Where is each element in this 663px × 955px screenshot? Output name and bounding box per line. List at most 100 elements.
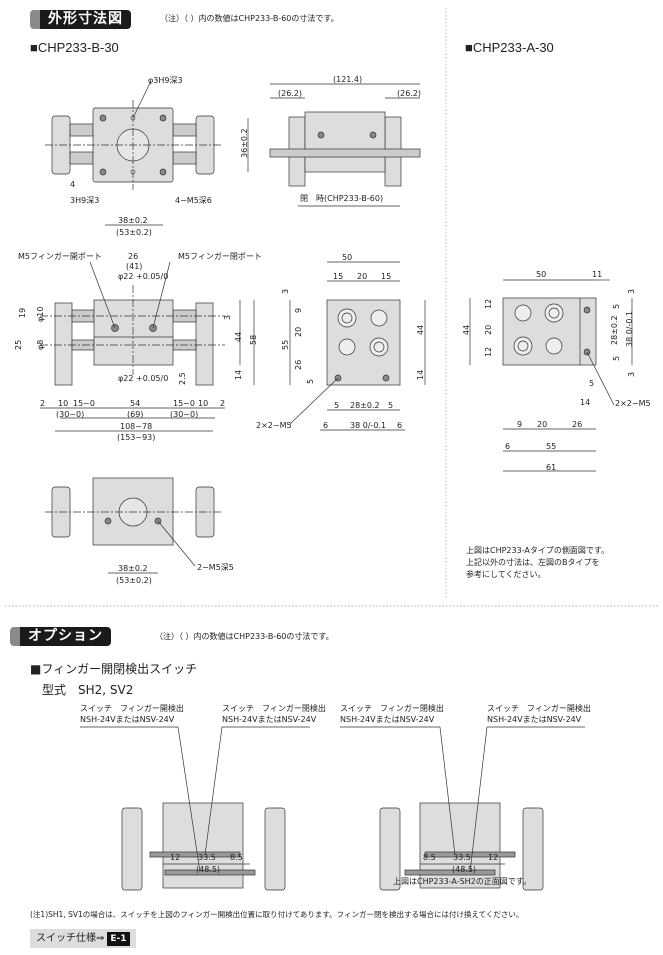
dim-label: 5 <box>306 378 315 384</box>
dim-label: 33.5 <box>198 853 216 862</box>
dim-label: 19 <box>18 307 27 318</box>
dim-label: 15~0 <box>173 399 195 408</box>
switch-spec-link[interactable]: スイッチ仕様⇒ E-1 <box>30 929 136 948</box>
dim-label: 14 <box>234 369 243 380</box>
switch-label: スイッチ フィンガー閉検出 <box>340 704 444 713</box>
dim-label: 33.5 <box>453 853 471 862</box>
dim-label: 38 0/-0.1 <box>625 310 634 347</box>
dim-label: 38±0.2 <box>118 564 148 573</box>
dim-label: 2.5 <box>178 372 187 385</box>
dim-label: 20 <box>484 324 493 335</box>
dim-label: (30~0) <box>56 410 85 419</box>
dim-label: 3 <box>627 288 636 294</box>
dim-label: 6 <box>505 442 511 451</box>
dim-label: 3H9深3 <box>70 196 100 205</box>
caption-line: 上記以外の寸法は、左図のBタイプを <box>466 558 600 567</box>
dim-label: 44 <box>462 324 471 335</box>
outline-title: 外形寸法図 <box>40 10 131 29</box>
dim-label: (121.4) <box>333 75 363 84</box>
dim-label: 2 <box>40 399 46 408</box>
dim-label: 5 <box>334 401 340 410</box>
dim-label: 20 <box>357 272 368 281</box>
dim-label: (30~0) <box>170 410 199 419</box>
dim-label: 3 <box>281 288 290 294</box>
dim-label: 28±0.2 <box>610 315 619 345</box>
option-note: （注）（ ）内の数値はCHP233-B-60の寸法です。 <box>155 632 334 641</box>
dim-label: 26 <box>128 252 139 261</box>
switch-model: NSH-24VまたはNSV-24V <box>80 715 175 724</box>
outline-header: 外形寸法図 <box>30 10 131 29</box>
dim-label: 10 <box>58 399 69 408</box>
a30-title: ■CHP233-A-30 <box>465 40 554 55</box>
dim-label: 28±0.2 <box>350 401 380 410</box>
dim-label: 12 <box>484 346 493 357</box>
dim-label: 20 <box>537 420 548 429</box>
dim-label: 12 <box>488 853 499 862</box>
dim-label: (48.5) <box>196 865 221 874</box>
dim-label: φ22 +0.05/0 <box>118 374 169 383</box>
footnote: (注1)SH1, SV1の場合は、スイッチを上図のフィンガー開検出位置に取り付け… <box>30 910 524 919</box>
dim-label: 44 <box>416 324 425 335</box>
b30-top-view <box>45 82 249 226</box>
dim-label: 5 <box>612 303 621 309</box>
dim-label: 25 <box>14 339 23 350</box>
b60-closed-view <box>269 83 421 207</box>
option-model: 型式 SH2, SV2 <box>42 683 134 697</box>
dim-label: 10 <box>198 399 209 408</box>
dim-label: (41) <box>126 262 143 271</box>
caption-line: 参考にしてください。 <box>466 570 546 579</box>
switch-label: スイッチ フィンガー開検出 <box>80 704 184 713</box>
dim-label: 36±0.2 <box>240 128 249 158</box>
dim-label: 2−M5深5 <box>197 563 234 572</box>
dim-label: (48.5) <box>452 865 477 874</box>
dim-label: 14 <box>580 398 591 407</box>
dim-label: 2×2−M5 <box>256 421 292 430</box>
spec-label: スイッチ仕様⇒ <box>36 933 105 944</box>
switch-model: NSH-24VまたはNSV-24V <box>222 715 317 724</box>
b60-bottom-view <box>45 477 222 574</box>
switch-model: NSH-24VまたはNSV-24V <box>487 715 582 724</box>
dim-label: 4 <box>70 180 76 189</box>
caption-line: 上図はCHP233-Aタイプの側面図です。 <box>466 546 610 555</box>
option-subtitle: ■フィンガー開閉検出スイッチ <box>30 662 198 676</box>
option-right-view <box>340 726 585 891</box>
dim-label: M5フィンガー開ポート <box>18 252 102 261</box>
dim-label: 14 <box>416 369 425 380</box>
switch-label: スイッチ フィンガー開検出 <box>487 704 591 713</box>
dim-label: 50 <box>342 253 353 262</box>
dim-label: 3 <box>223 314 232 320</box>
b30-title: ■CHP233-B-30 <box>30 40 119 55</box>
option-header: オプション <box>10 627 111 646</box>
dim-label: (53±0.2) <box>116 576 152 585</box>
dim-label: 15~0 <box>73 399 95 408</box>
dim-label: 61 <box>546 463 557 472</box>
dim-label: 38 0/-0.1 <box>350 421 387 430</box>
dim-label: 6 <box>323 421 329 430</box>
dim-label: 8.5 <box>230 853 243 862</box>
dim-label: 9 <box>517 420 523 429</box>
dim-label: 5 <box>388 401 394 410</box>
dim-label: 2×2−M5 <box>615 399 651 408</box>
dim-label: 108~78 <box>120 422 153 431</box>
right-caption: 上図はCHP233-A-SH2の正面図です。 <box>393 877 531 886</box>
option-left-view <box>80 726 310 891</box>
outline-note: （注）（ ）内の数値はCHP233-B-60の寸法です。 <box>160 14 339 23</box>
dim-label: φ3H9深3 <box>148 76 183 85</box>
option-title: オプション <box>20 627 111 646</box>
dim-label: 5 <box>612 355 621 361</box>
dim-label: 15 <box>381 272 392 281</box>
dim-label: 54 <box>130 399 141 408</box>
a30-caption: 上図はCHP233-Aタイプの側面図です。 上記以外の寸法は、左図のBタイプを … <box>466 545 609 581</box>
spec-ref[interactable]: E-1 <box>107 931 130 946</box>
dim-label: (26.2) <box>397 89 422 98</box>
dim-label: 5 <box>589 379 595 388</box>
dim-label: 58 <box>249 334 258 345</box>
dim-label: (69) <box>127 410 144 419</box>
dim-label: 20 <box>294 326 303 337</box>
dim-label: 9 <box>294 307 303 313</box>
dim-label: φ8 <box>36 339 45 350</box>
dim-label: φ22 +0.05/0 <box>118 272 169 281</box>
dim-label: 12 <box>170 853 181 862</box>
b30-side-view <box>289 261 426 431</box>
dim-label: 55 <box>281 339 290 350</box>
